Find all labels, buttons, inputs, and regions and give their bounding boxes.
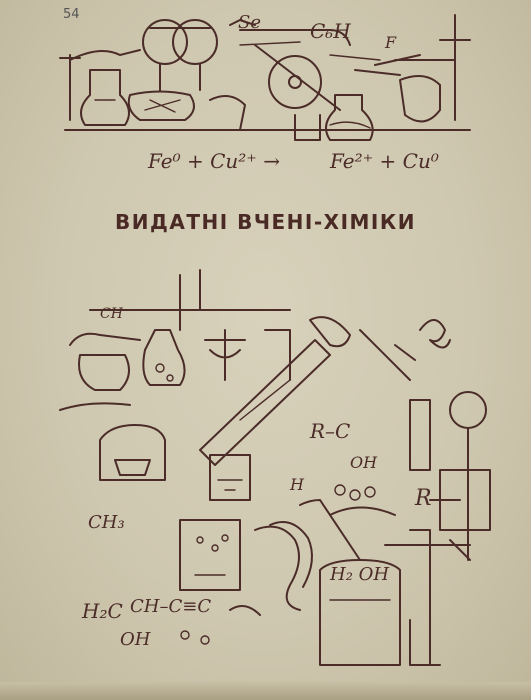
svg-text:C₆H: C₆H <box>310 19 351 43</box>
equation-right: Fe²⁺ + Cu⁰ <box>329 149 439 173</box>
formula-ch: CH–C≡C <box>130 596 211 617</box>
book-title: ВИДАТНІ ВЧЕНІ-ХІМІКИ <box>115 210 416 234</box>
formula-ch-top: CH <box>100 306 124 322</box>
formula-oh-1: OH <box>350 453 378 472</box>
formula-h2c: H₂C <box>81 599 123 623</box>
formula-r: R <box>414 486 432 511</box>
formula-carbonyl: R–C <box>309 419 350 443</box>
top-lab-apparatus <box>59 14 471 141</box>
formula-oh-2: OH <box>120 629 151 650</box>
bottom-lab-apparatus <box>59 269 491 666</box>
formula-h-oh: H₂ OH <box>329 564 389 585</box>
corner-mark: 54 <box>63 7 80 22</box>
formula-ch3: CH₃ <box>88 512 125 533</box>
equation-left: Fe⁰ + Cu²⁺ → <box>147 149 280 173</box>
formula-h: H <box>289 475 305 494</box>
svg-text:Se: Se <box>238 12 261 33</box>
svg-text:F: F <box>384 33 397 52</box>
